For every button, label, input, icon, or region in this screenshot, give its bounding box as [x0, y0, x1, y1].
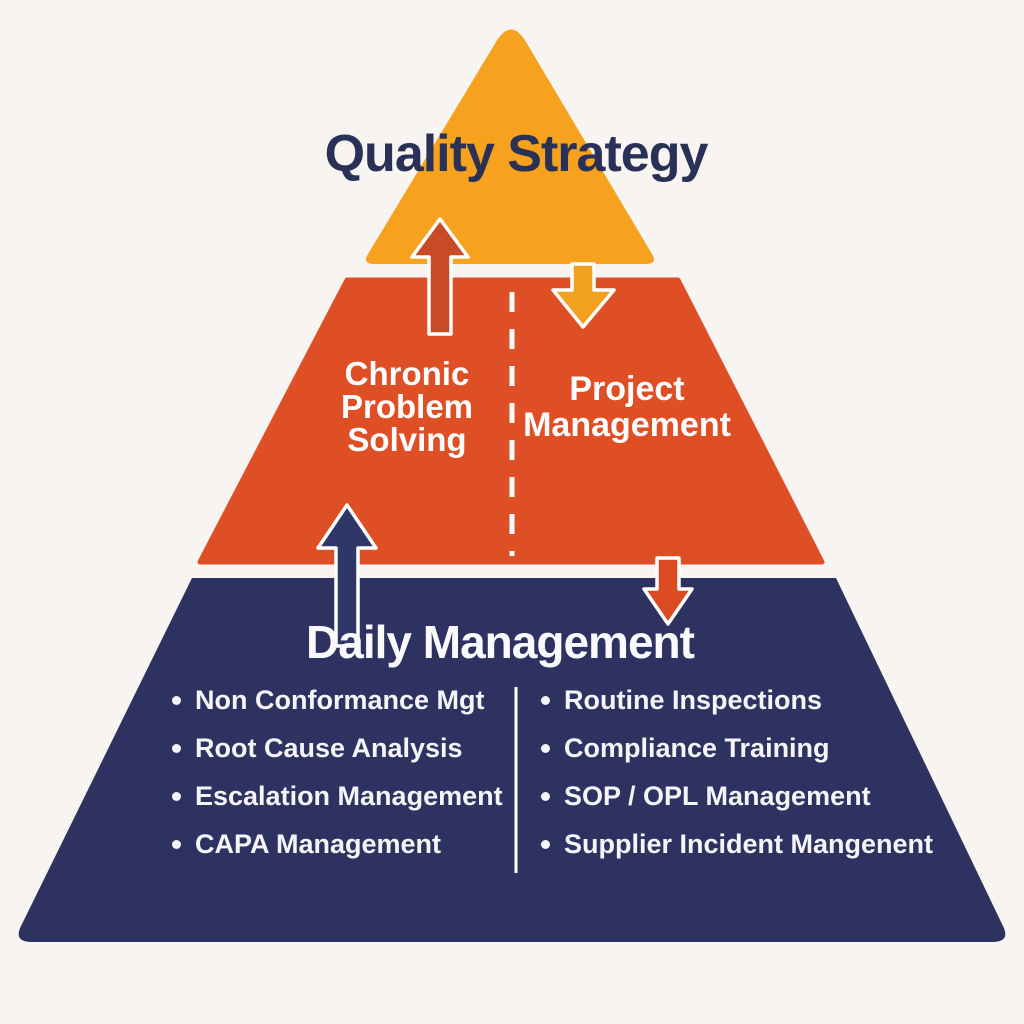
list-item: Routine Inspections	[541, 676, 933, 724]
list-item: Non Conformance Mgt	[172, 676, 503, 724]
tier-bottom-shape	[18, 578, 1006, 942]
list-item: CAPA Management	[172, 820, 503, 868]
list-item: Supplier Incident Mangenent	[541, 820, 933, 868]
list-item-label: Escalation Management	[195, 780, 503, 811]
bullet-icon	[172, 743, 181, 753]
bottom-left-list: Non Conformance Mgt Root Cause Analysis …	[172, 676, 503, 868]
middle-right-label-line: Project	[569, 370, 685, 408]
bullet-icon	[172, 839, 181, 849]
middle-left-label: Chronic Problem Solving	[341, 357, 473, 456]
list-item-label: CAPA Management	[195, 828, 442, 859]
up-arrow-icon	[316, 503, 378, 648]
bottom-tier-heading: Daily Management	[306, 616, 695, 668]
bullet-icon	[172, 695, 181, 705]
bullet-icon	[541, 839, 550, 849]
list-item: SOP / OPL Management	[541, 772, 933, 820]
middle-right-label: Project Management	[523, 371, 731, 443]
middle-left-label-line: Chronic	[344, 355, 470, 392]
list-item: Root Cause Analysis	[172, 724, 503, 772]
bottom-right-list: Routine Inspections Compliance Training …	[541, 676, 933, 868]
bullet-icon	[541, 791, 550, 801]
list-item: Escalation Management	[172, 772, 503, 820]
list-item-label: SOP / OPL Management	[564, 780, 871, 811]
bullet-icon	[541, 695, 550, 705]
list-item-label: Compliance Training	[564, 732, 830, 763]
list-item-label: Routine Inspections	[564, 684, 823, 715]
diagram-title: Quality Strategy	[324, 125, 709, 183]
middle-left-label-line: Problem	[340, 388, 474, 425]
list-item-label: Supplier Incident Mangenent	[564, 828, 934, 859]
down-arrow-icon	[551, 262, 616, 329]
list-item-label: Root Cause Analysis	[195, 732, 463, 763]
bullet-icon	[541, 743, 550, 753]
middle-right-label-line: Management	[523, 406, 731, 444]
list-item: Compliance Training	[541, 724, 933, 772]
tier-top-shape	[366, 29, 654, 264]
middle-left-label-line: Solving	[347, 421, 467, 458]
down-arrow-icon	[642, 556, 694, 626]
up-arrow-icon	[410, 217, 470, 336]
bullet-icon	[172, 791, 181, 801]
list-item-label: Non Conformance Mgt	[195, 684, 485, 715]
